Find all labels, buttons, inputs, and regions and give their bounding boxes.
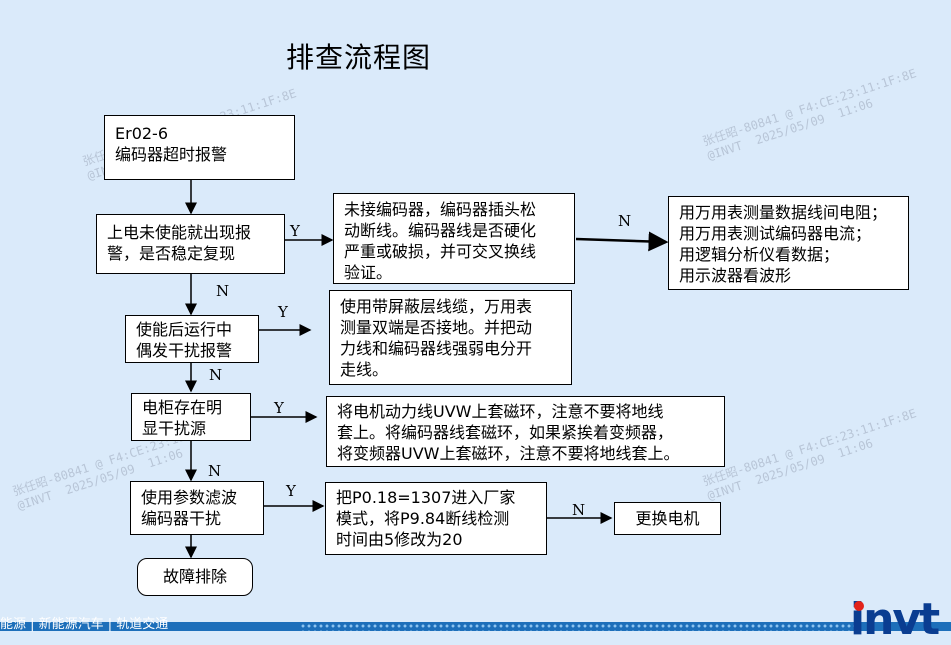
replace-motor-box: 更换电机 [614, 502, 721, 535]
edge-label-n: N [618, 212, 632, 230]
action-text: 把P0.18=1307进入厂家 [336, 488, 516, 507]
decision-text: 警，是否稳定复现 [107, 244, 236, 263]
action-box-a2: 使用带屏蔽层线缆，万用表 测量双端是否接地。并把动 力线和编码器线强弱电分开 走… [329, 290, 572, 385]
decision-box-q4: 使用参数滤波 编码器干扰 [130, 481, 264, 535]
edge-label-n: N [572, 501, 586, 519]
error-description: 编码器超时报警 [115, 145, 228, 164]
error-code-label: Er02-6 [115, 124, 168, 143]
arrow-a1-no [575, 231, 669, 252]
action-text: 用万用表测试编码器电流； [679, 224, 872, 243]
page-title: 排查流程图 [286, 41, 432, 74]
edge-label-y: Y [290, 222, 300, 240]
edge-label-y: Y [286, 482, 296, 500]
action-text: 用示波器看波形 [679, 266, 792, 285]
footer-dot-pattern [300, 623, 860, 631]
action-box-a1: 未接编码器，编码器插头松 动断线。编码器线是否硬化 严重或破损，并可交叉换线 验… [333, 193, 575, 284]
edge-label-y: Y [274, 399, 284, 417]
decision-text: 使用参数滤波 [141, 488, 238, 507]
edge-label-n: N [216, 282, 230, 300]
decision-text: 显干扰源 [142, 419, 207, 438]
action-box-a4: 把P0.18=1307进入厂家 模式，将P9.84断线检测 时间由5修改为20 [325, 482, 547, 555]
logo-dot-icon [854, 601, 864, 611]
error-code-box: Er02-6 编码器超时报警 [104, 115, 295, 180]
action-text: 未接编码器，编码器插头松 [344, 200, 537, 219]
action-text: 走线。 [340, 360, 389, 379]
end-text: 故障排除 [162, 567, 227, 586]
footer-text: 能源 | 新能源汽车 | 轨道交通 [0, 617, 169, 632]
decision-box-q1: 上电未使能就出现报 警，是否稳定复现 [96, 214, 285, 274]
decision-box-q2: 使能后运行中 偶发干扰报警 [125, 315, 259, 363]
action-text: 更换电机 [635, 509, 700, 528]
decision-text: 电柜存在明 [142, 398, 223, 417]
end-terminal-box: 故障排除 [137, 558, 253, 596]
decision-text: 偶发干扰报警 [136, 341, 233, 360]
action-text: 套上。将编码器线套磁环，如果紧挨着变频器， [337, 423, 674, 442]
edge-label-n: N [209, 366, 223, 384]
decision-text: 使能后运行中 [136, 320, 233, 339]
action-box-a1b: 用万用表测量数据线间电阻； 用万用表测试编码器电流； 用逻辑分析仪看数据； 用示… [668, 196, 909, 290]
action-text: 模式，将P9.84断线检测 [336, 509, 510, 528]
action-text: 时间由5修改为20 [336, 530, 463, 549]
decision-box-q3: 电柜存在明 显干扰源 [131, 393, 251, 441]
action-text: 验证。 [344, 263, 393, 282]
action-text: 测量双端是否接地。并把动 [340, 318, 533, 337]
action-text: 严重或破损，并可交叉换线 [344, 242, 537, 261]
decision-text: 上电未使能就出现报 [107, 223, 252, 242]
action-text: 将变频器UVW上套磁环，注意不要将地线套上。 [337, 444, 680, 463]
edge-label-n: N [208, 462, 222, 480]
action-text: 使用带屏蔽层线缆，万用表 [340, 297, 533, 316]
edge-label-y: Y [278, 303, 288, 321]
action-text: 用逻辑分析仪看数据； [679, 245, 840, 264]
action-text: 力线和编码器线强弱电分开 [340, 339, 533, 358]
flow-arrows [185, 179, 669, 559]
decision-text: 编码器干扰 [141, 509, 222, 528]
action-text: 用万用表测量数据线间电阻； [679, 203, 888, 222]
action-text: 将电机动力线UVW上套磁环，注意不要将地线 [337, 402, 664, 421]
action-box-a3: 将电机动力线UVW上套磁环，注意不要将地线 套上。将编码器线套磁环，如果紧挨着变… [326, 396, 725, 467]
action-text: 动断线。编码器线是否硬化 [344, 221, 537, 240]
